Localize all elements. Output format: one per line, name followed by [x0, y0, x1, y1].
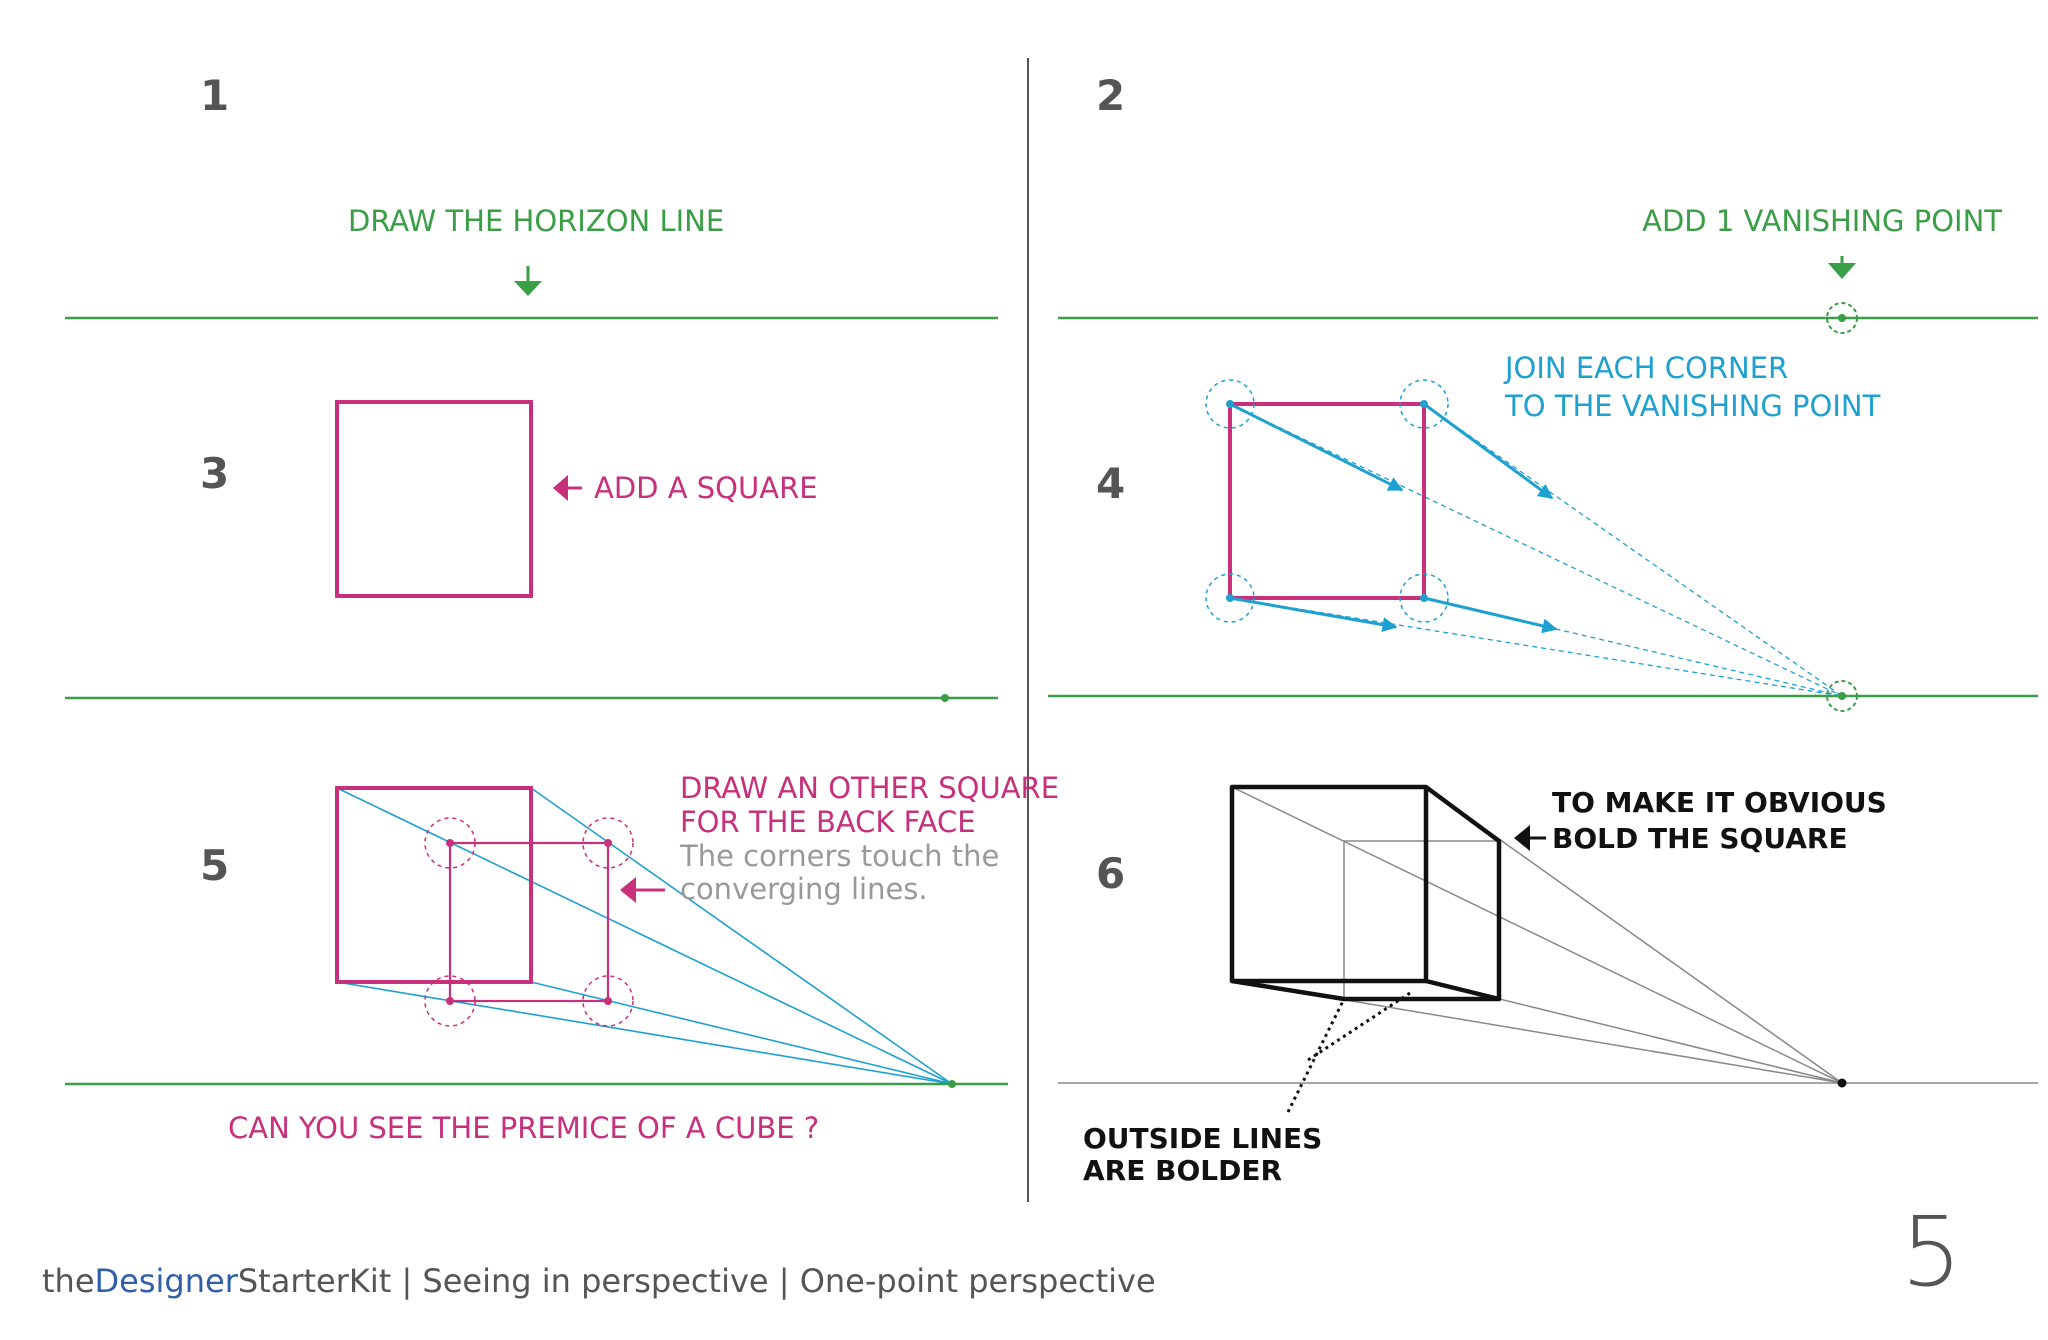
step-5-note-line2: converging lines. — [680, 872, 928, 906]
step-3-label: ADD A SQUARE — [594, 471, 818, 505]
footer-brand-highlight: Designer — [94, 1262, 238, 1300]
step-4-number: 4 — [1096, 459, 1125, 508]
square-step-3 — [335, 400, 533, 598]
vanishing-point-dot-4 — [1838, 692, 1846, 700]
footer-brand-prefix: the — [42, 1262, 95, 1300]
vanishing-point-marker-2 — [1826, 302, 1858, 334]
corner-markers-step-4 — [1205, 379, 1449, 623]
corner-dots-step-4 — [1226, 400, 1428, 602]
vanishing-point-dot-3 — [941, 694, 949, 702]
vanishing-point-dot-5 — [948, 1080, 956, 1088]
step-5-note-line1: The corners touch the — [679, 839, 999, 873]
step-5-question: CAN YOU SEE THE PREMICE OF A CUBE ? — [228, 1111, 819, 1145]
step-5-number: 5 — [200, 841, 229, 890]
step-3-number: 3 — [200, 449, 229, 498]
page-number: 5 — [1900, 1196, 1962, 1308]
footer-caption: theDesignerStarterKit | Seeing in perspe… — [42, 1262, 1156, 1300]
step-2-down-arrow — [1828, 256, 1856, 279]
corner-arrows-step-4 — [1229, 402, 1558, 634]
step-4-label-line2: TO THE VANISHING POINT — [1504, 389, 1881, 423]
step-5-label-line2: FOR THE BACK FACE — [680, 805, 976, 839]
step-6-note-line1: OUTSIDE LINES — [1083, 1122, 1322, 1155]
back-square-step-5 — [448, 841, 610, 1003]
footer-brand-suffix: StarterKit — [237, 1262, 392, 1300]
step-1-number: 1 — [200, 71, 229, 120]
pointer-dotted-lines-step-6 — [1286, 991, 1411, 1113]
vanishing-point-marker-4 — [1826, 680, 1858, 712]
step-5-left-arrow — [620, 877, 665, 903]
vanishing-point-dot-2 — [1838, 314, 1846, 322]
step-6-label-line2: BOLD THE SQUARE — [1552, 822, 1848, 855]
step-6-number: 6 — [1096, 849, 1125, 898]
bold-cube-outline-step-6 — [1229, 784, 1502, 1002]
step-1-down-arrow — [514, 266, 542, 296]
dashed-vanishing-lines-step-4 — [1229, 403, 1843, 697]
step-6-note-line2: ARE BOLDER — [1083, 1154, 1282, 1187]
converging-lines-step-5 — [336, 787, 953, 1085]
step-6-label-line1: TO MAKE IT OBVIOUS — [1552, 786, 1887, 819]
step-4-label-line1: JOIN EACH CORNER — [1503, 351, 1788, 385]
front-square-step-5 — [335, 786, 533, 984]
step-2-number: 2 — [1096, 71, 1125, 120]
step-1-label: DRAW THE HORIZON LINE — [348, 204, 724, 238]
footer-rest: | Seeing in perspective | One-point pers… — [391, 1262, 1156, 1300]
vanishing-point-dot-6 — [1837, 1078, 1847, 1088]
back-corner-markers-step-5 — [424, 817, 634, 1027]
step-5-label-line1: DRAW AN OTHER SQUARE — [680, 771, 1059, 805]
step-2-label: ADD 1 VANISHING POINT — [1642, 204, 2002, 238]
step-3-left-arrow — [553, 475, 582, 501]
square-step-4 — [1228, 402, 1426, 600]
back-corner-dots-step-5 — [446, 839, 612, 1005]
step-6-left-arrow — [1514, 825, 1546, 851]
